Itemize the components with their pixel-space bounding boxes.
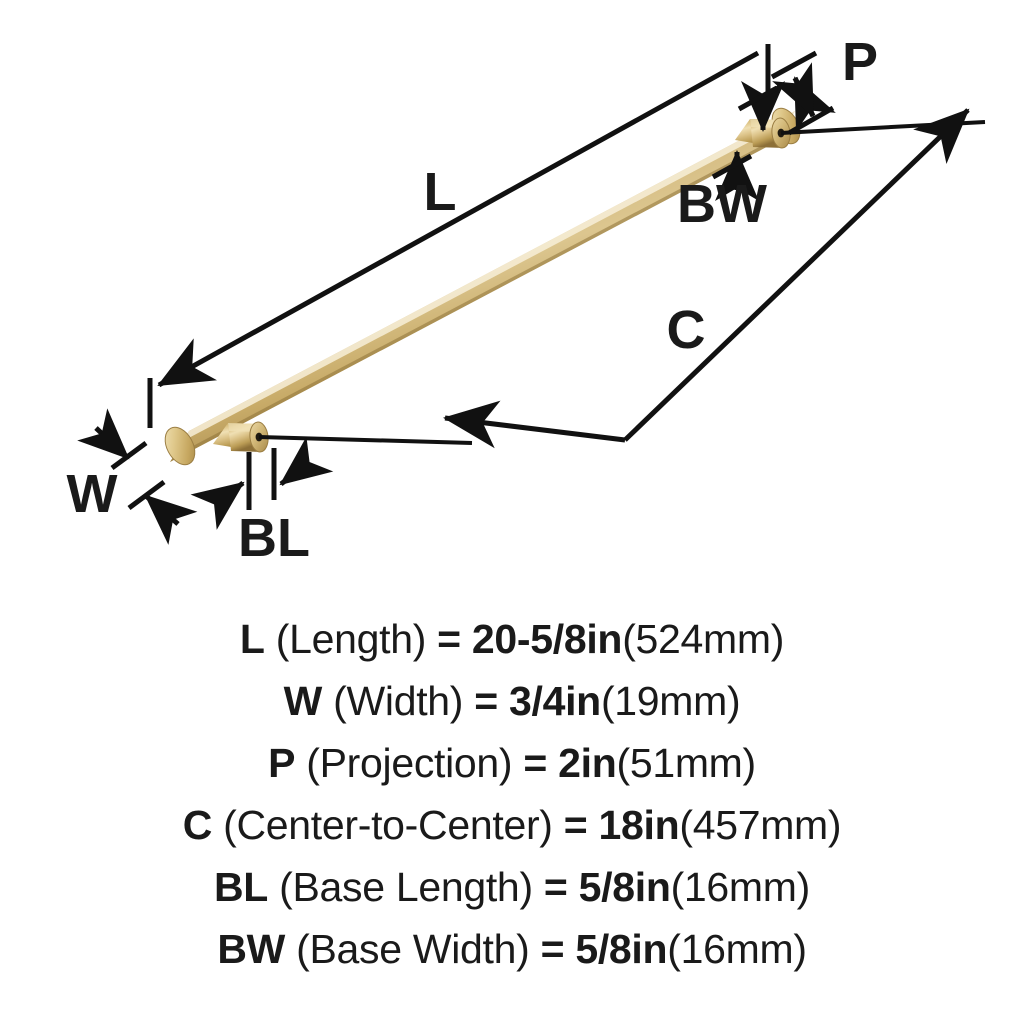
dim-line-C-upper	[623, 108, 970, 442]
spec-name-W: (Width)	[333, 678, 464, 724]
callout-label-W: W	[67, 464, 118, 524]
specification-list: L (Length) = 20-5/8in(524mm) W (Width) =…	[0, 600, 1024, 1024]
spec-imperial-P: 2in	[558, 740, 617, 786]
spec-row-BW: BW (Base Width) = 5/8in(16mm)	[217, 918, 807, 980]
dim-ext-W-upper	[110, 440, 148, 471]
dim-ext-BW-lower	[711, 153, 753, 180]
spec-imperial-BW: 5/8in	[575, 926, 668, 972]
spec-imperial-BL: 5/8in	[578, 864, 671, 910]
dim-ext-BW-upper	[737, 85, 779, 112]
spec-equals-W: =	[474, 678, 498, 724]
spec-metric-BW: (16mm)	[667, 926, 807, 972]
dim-arrow-W-upper	[77, 408, 130, 460]
spec-row-W: W (Width) = 3/4in(19mm)	[284, 670, 741, 732]
spec-code-C: C	[182, 802, 213, 848]
dimension-C	[258, 108, 986, 449]
spec-code-L: L	[239, 616, 265, 662]
dim-arrow-BL-left	[190, 480, 245, 530]
dim-arrow-W-lower	[144, 494, 198, 545]
spec-name-BW: (Base Width)	[296, 926, 530, 972]
spec-name-C: (Center-to-Center)	[223, 802, 553, 848]
callout-label-BW: BW	[677, 174, 767, 234]
dimension-L	[147, 44, 771, 428]
spec-equals-P: =	[523, 740, 548, 786]
spec-equals-C: =	[563, 802, 588, 848]
spec-code-P: P	[268, 740, 296, 786]
bar-pull-illustration	[164, 107, 801, 466]
spec-imperial-C: 18in	[598, 802, 680, 848]
spec-row-BL: BL (Base Length) = 5/8in(16mm)	[214, 856, 810, 918]
spec-metric-P: (51mm)	[616, 740, 756, 786]
spec-metric-BL: (16mm)	[670, 864, 811, 910]
dimension-W	[77, 408, 198, 545]
spec-row-C: C (Center-to-Center) = 18in(457mm)	[183, 794, 842, 856]
callout-label-P: P	[842, 32, 878, 92]
spec-equals-BW: =	[540, 926, 565, 972]
dim-line-C-lower	[443, 400, 626, 449]
spec-metric-L: (524mm)	[622, 616, 785, 662]
spec-code-BL: BL	[213, 864, 269, 910]
spec-metric-C: (457mm)	[679, 802, 842, 848]
dimension-P	[770, 50, 836, 136]
spec-metric-W: (19mm)	[600, 678, 741, 724]
spec-name-BL: (Base Length)	[279, 864, 533, 910]
spec-row-P: P (Projection) = 2in(51mm)	[268, 732, 756, 794]
bar-body	[170, 111, 795, 462]
bar-end-cap-left	[164, 426, 196, 466]
callout-label-BL: BL	[238, 508, 310, 568]
spec-name-P: (Projection)	[306, 740, 513, 786]
dim-line-L	[157, 50, 760, 388]
mounting-post-left	[213, 421, 269, 453]
spec-imperial-W: 3/4in	[509, 678, 601, 724]
spec-equals-L: =	[437, 616, 461, 662]
spec-equals-BL: =	[543, 864, 568, 910]
dimension-annotations	[77, 44, 986, 545]
spec-code-BW: BW	[217, 926, 286, 972]
dimension-BW	[711, 81, 786, 201]
callout-label-C: C	[667, 300, 706, 360]
dim-arrow-BL-right	[279, 436, 334, 486]
spec-code-W: W	[283, 678, 323, 724]
spec-imperial-L: 20-5/8in	[471, 616, 623, 662]
leader-C-left	[258, 435, 473, 445]
dim-ext-P-upper	[770, 50, 818, 80]
diagram-canvas: L W P C BL BW	[67, 32, 986, 568]
spec-row-L: L (Length) = 20-5/8in(524mm)	[239, 608, 785, 670]
callout-label-L: L	[424, 162, 457, 222]
product-dimension-diagram: L W P C BL BW	[67, 32, 986, 568]
dim-ext-W-lower	[127, 479, 166, 511]
dimension-BL	[190, 436, 334, 530]
spec-name-L: (Length)	[275, 616, 427, 662]
dim-arrow-P-down	[772, 62, 816, 118]
